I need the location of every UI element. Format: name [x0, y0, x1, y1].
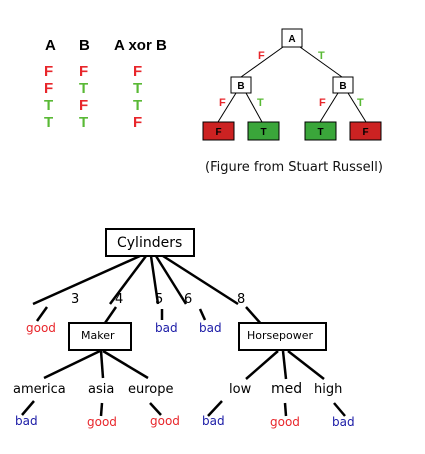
cell-b-row2: T — [79, 80, 89, 97]
xor-root-node — [281, 28, 303, 48]
xor-tree: A B B F T F T F T F T T F — [202, 28, 382, 141]
cyl-edge-8 — [162, 254, 239, 306]
figure-caption: (Figure from Stuart Russell) — [205, 160, 383, 175]
edge-hp-high — [287, 350, 325, 380]
branch-3: 3 — [71, 292, 80, 307]
xor-left-node — [230, 76, 252, 94]
header-a: A — [45, 37, 56, 54]
leaf-5-bad: bad — [155, 321, 178, 335]
cyl-edge-6 — [154, 255, 188, 305]
xor-leaf-1 — [202, 121, 235, 141]
hp-branch-med: med — [271, 381, 303, 397]
cell-a-row3: T — [44, 97, 54, 114]
leaf-3-good: good — [26, 321, 56, 335]
xor-root-label: A — [288, 34, 295, 45]
xor-edge-right-t — [347, 92, 367, 123]
xor-branch-right-f: F — [319, 97, 326, 109]
header-xor: A xor B — [114, 37, 167, 54]
cyl-edge-3 — [32, 254, 141, 306]
xor-branch-right-t: T — [357, 97, 364, 109]
xor-leaf-4 — [349, 121, 382, 141]
cell-xor-row1: F — [133, 63, 143, 80]
leaf-med-good: good — [270, 415, 300, 429]
edge-hp-low — [245, 350, 279, 380]
edge-low-bad — [207, 400, 223, 417]
edge-3-to-good — [35, 306, 49, 322]
xor-left-label: B — [237, 81, 244, 92]
xor-leaf-2-label: T — [260, 127, 266, 138]
xor-edge-left-t — [245, 92, 263, 123]
cell-a-row2: F — [44, 80, 54, 97]
xor-edge-root-left — [240, 46, 284, 78]
xor-leaf-4-label: F — [362, 127, 368, 138]
cyl-tree-edges — [21, 254, 346, 417]
edge-6-to-bad — [198, 308, 207, 321]
cell-xor-row4: F — [133, 114, 143, 131]
leaf-europe-good: good — [150, 414, 180, 428]
cell-xor-row3: T — [133, 97, 143, 114]
maker-label: Maker — [81, 329, 115, 342]
edge-hp-med — [281, 350, 288, 380]
leaf-low-bad: bad — [202, 414, 225, 428]
xor-branch-left-t: T — [257, 97, 264, 109]
hp-branch-low: low — [229, 382, 252, 397]
cyl-edge-5 — [149, 255, 160, 305]
edge-america-bad — [21, 400, 35, 416]
edge-maker-asia — [99, 350, 105, 379]
cell-b-row1: F — [79, 63, 89, 80]
xor-edge-left-f — [217, 92, 237, 123]
edge-asia-good — [99, 402, 104, 417]
xor-leaf-3-label: T — [317, 127, 323, 138]
branch-8: 8 — [237, 292, 246, 307]
xor-leaf-2 — [247, 121, 280, 141]
xor-branch-left-f: F — [219, 97, 226, 109]
cyl-root-label: Cylinders — [117, 235, 183, 251]
maker-branch-america: america — [13, 382, 66, 397]
cyl-root-node — [105, 228, 195, 257]
xor-branch-root-t: T — [318, 50, 325, 62]
edge-med-good — [283, 402, 288, 417]
xor-right-node — [332, 76, 354, 94]
horsepower-node — [238, 322, 327, 351]
branch-4: 4 — [115, 292, 124, 307]
cell-a-row4: T — [44, 114, 54, 131]
hp-branch-high: high — [314, 382, 343, 397]
maker-node — [68, 322, 132, 351]
branch-6: 6 — [184, 292, 193, 307]
leaf-america-bad: bad — [15, 414, 38, 428]
xor-edge-right-f — [319, 92, 339, 123]
edge-high-bad — [333, 402, 346, 417]
leaf-high-bad: bad — [332, 415, 355, 429]
edge-europe-good — [149, 402, 162, 416]
xor-branch-root-f: F — [258, 50, 265, 62]
leaf-asia-good: good — [87, 415, 117, 429]
xor-leaf-3 — [304, 121, 337, 141]
edge-4-to-maker — [103, 306, 118, 324]
maker-branch-asia: asia — [88, 382, 115, 397]
edge-maker-europe — [102, 349, 149, 380]
cyl-edge-4 — [109, 255, 147, 305]
cell-xor-row2: T — [133, 80, 143, 97]
cell-a-row1: F — [44, 63, 54, 80]
xor-leaf-1-label: F — [215, 127, 221, 138]
maker-branch-europe: europe — [128, 382, 174, 397]
cell-b-row3: F — [79, 97, 89, 114]
xor-right-label: B — [339, 81, 346, 92]
cell-b-row4: T — [79, 114, 89, 131]
edge-maker-america — [43, 349, 101, 380]
leaf-6-bad: bad — [199, 321, 222, 335]
xor-edge-root-right — [299, 46, 343, 78]
horsepower-label: Horsepower — [247, 329, 314, 342]
header-b: B — [79, 37, 90, 54]
branch-5: 5 — [155, 292, 164, 307]
